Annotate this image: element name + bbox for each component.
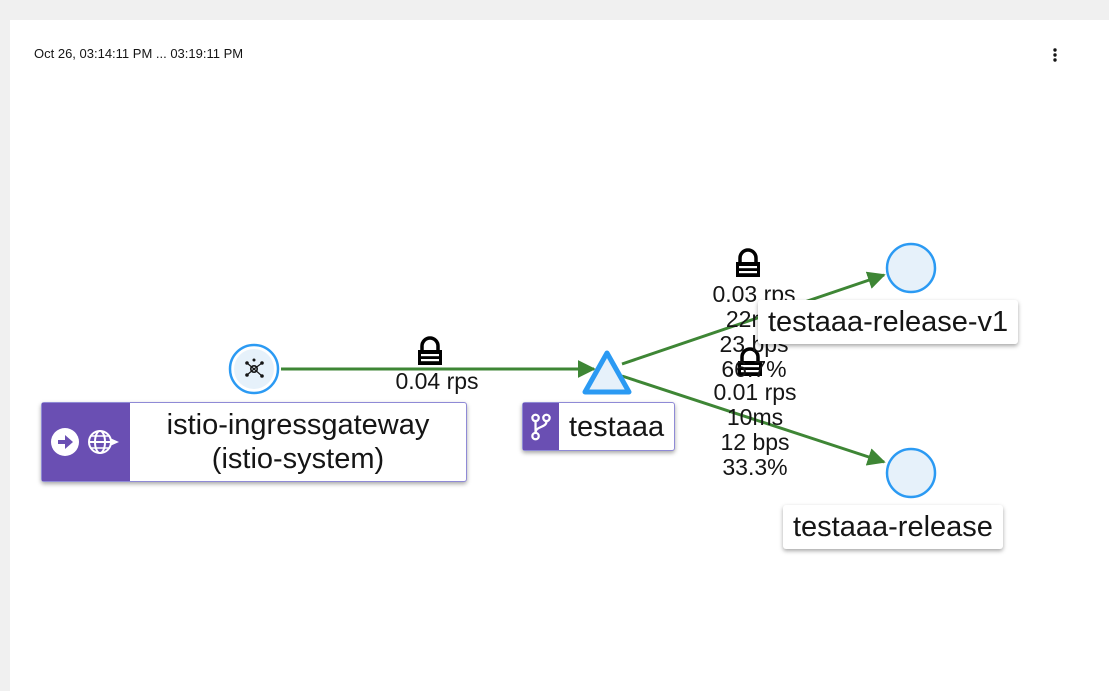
node-release[interactable]	[885, 447, 937, 499]
node-label-line: (istio-system)	[211, 443, 385, 475]
time-range: Oct 26, 03:14:11 PM ... 03:19:11 PM	[34, 46, 244, 61]
graph-card: Oct 26, 03:14:11 PM ... 03:19:11 PM	[10, 20, 1109, 691]
node-badge	[42, 403, 130, 481]
edge-testaaa-to-release[interactable]	[621, 374, 886, 466]
edge-rps: 0.01 rps	[713, 379, 797, 405]
kebab-icon[interactable]	[1045, 44, 1065, 66]
lock-icon	[418, 336, 442, 365]
node-label-release[interactable]: testaaa-release	[783, 505, 1003, 549]
edge-throughput: 12 bps	[720, 429, 790, 455]
globe-icon	[88, 430, 119, 454]
arrow-circle-icon	[51, 428, 79, 456]
node-label-line: testaaa-release	[793, 511, 993, 543]
edge-percent: 66.7%	[721, 356, 787, 382]
node-label-text: testaaa	[559, 403, 674, 450]
edge-percent: 33.3%	[722, 454, 788, 480]
lock-icon	[738, 347, 762, 376]
edge-rps: 0.04 rps	[395, 368, 479, 394]
gateway-icon	[245, 358, 264, 378]
edge-latency: 10ms	[726, 404, 784, 430]
node-label-text: istio-ingressgateway (istio-system)	[130, 403, 466, 481]
edge-testaaa-to-v1[interactable]	[621, 271, 886, 366]
node-v1[interactable]	[885, 242, 937, 294]
node-badge	[523, 403, 559, 450]
edge-label-v1: 0.03 rps 22ms 23 bps 66.7%	[696, 282, 812, 382]
node-label-ingress[interactable]: istio-ingressgateway (istio-system)	[41, 402, 467, 482]
lock-icon	[736, 248, 760, 277]
node-service[interactable]	[582, 350, 632, 395]
edge-label-release: 0.01 rps 10ms 12 bps 33.3%	[697, 380, 813, 480]
branch-icon	[531, 413, 551, 440]
edge-label-ingress: 0.04 rps	[382, 369, 492, 394]
node-label-v1[interactable]: testaaa-release-v1	[758, 300, 1019, 344]
node-label-service[interactable]: testaaa	[522, 402, 676, 451]
node-label-line: istio-ingressgateway	[166, 409, 430, 441]
node-label-line: testaaa	[569, 410, 665, 443]
node-ingress[interactable]	[228, 343, 280, 395]
service-triangle-icon	[582, 350, 632, 395]
node-label-line: testaaa-release-v1	[768, 306, 1009, 338]
